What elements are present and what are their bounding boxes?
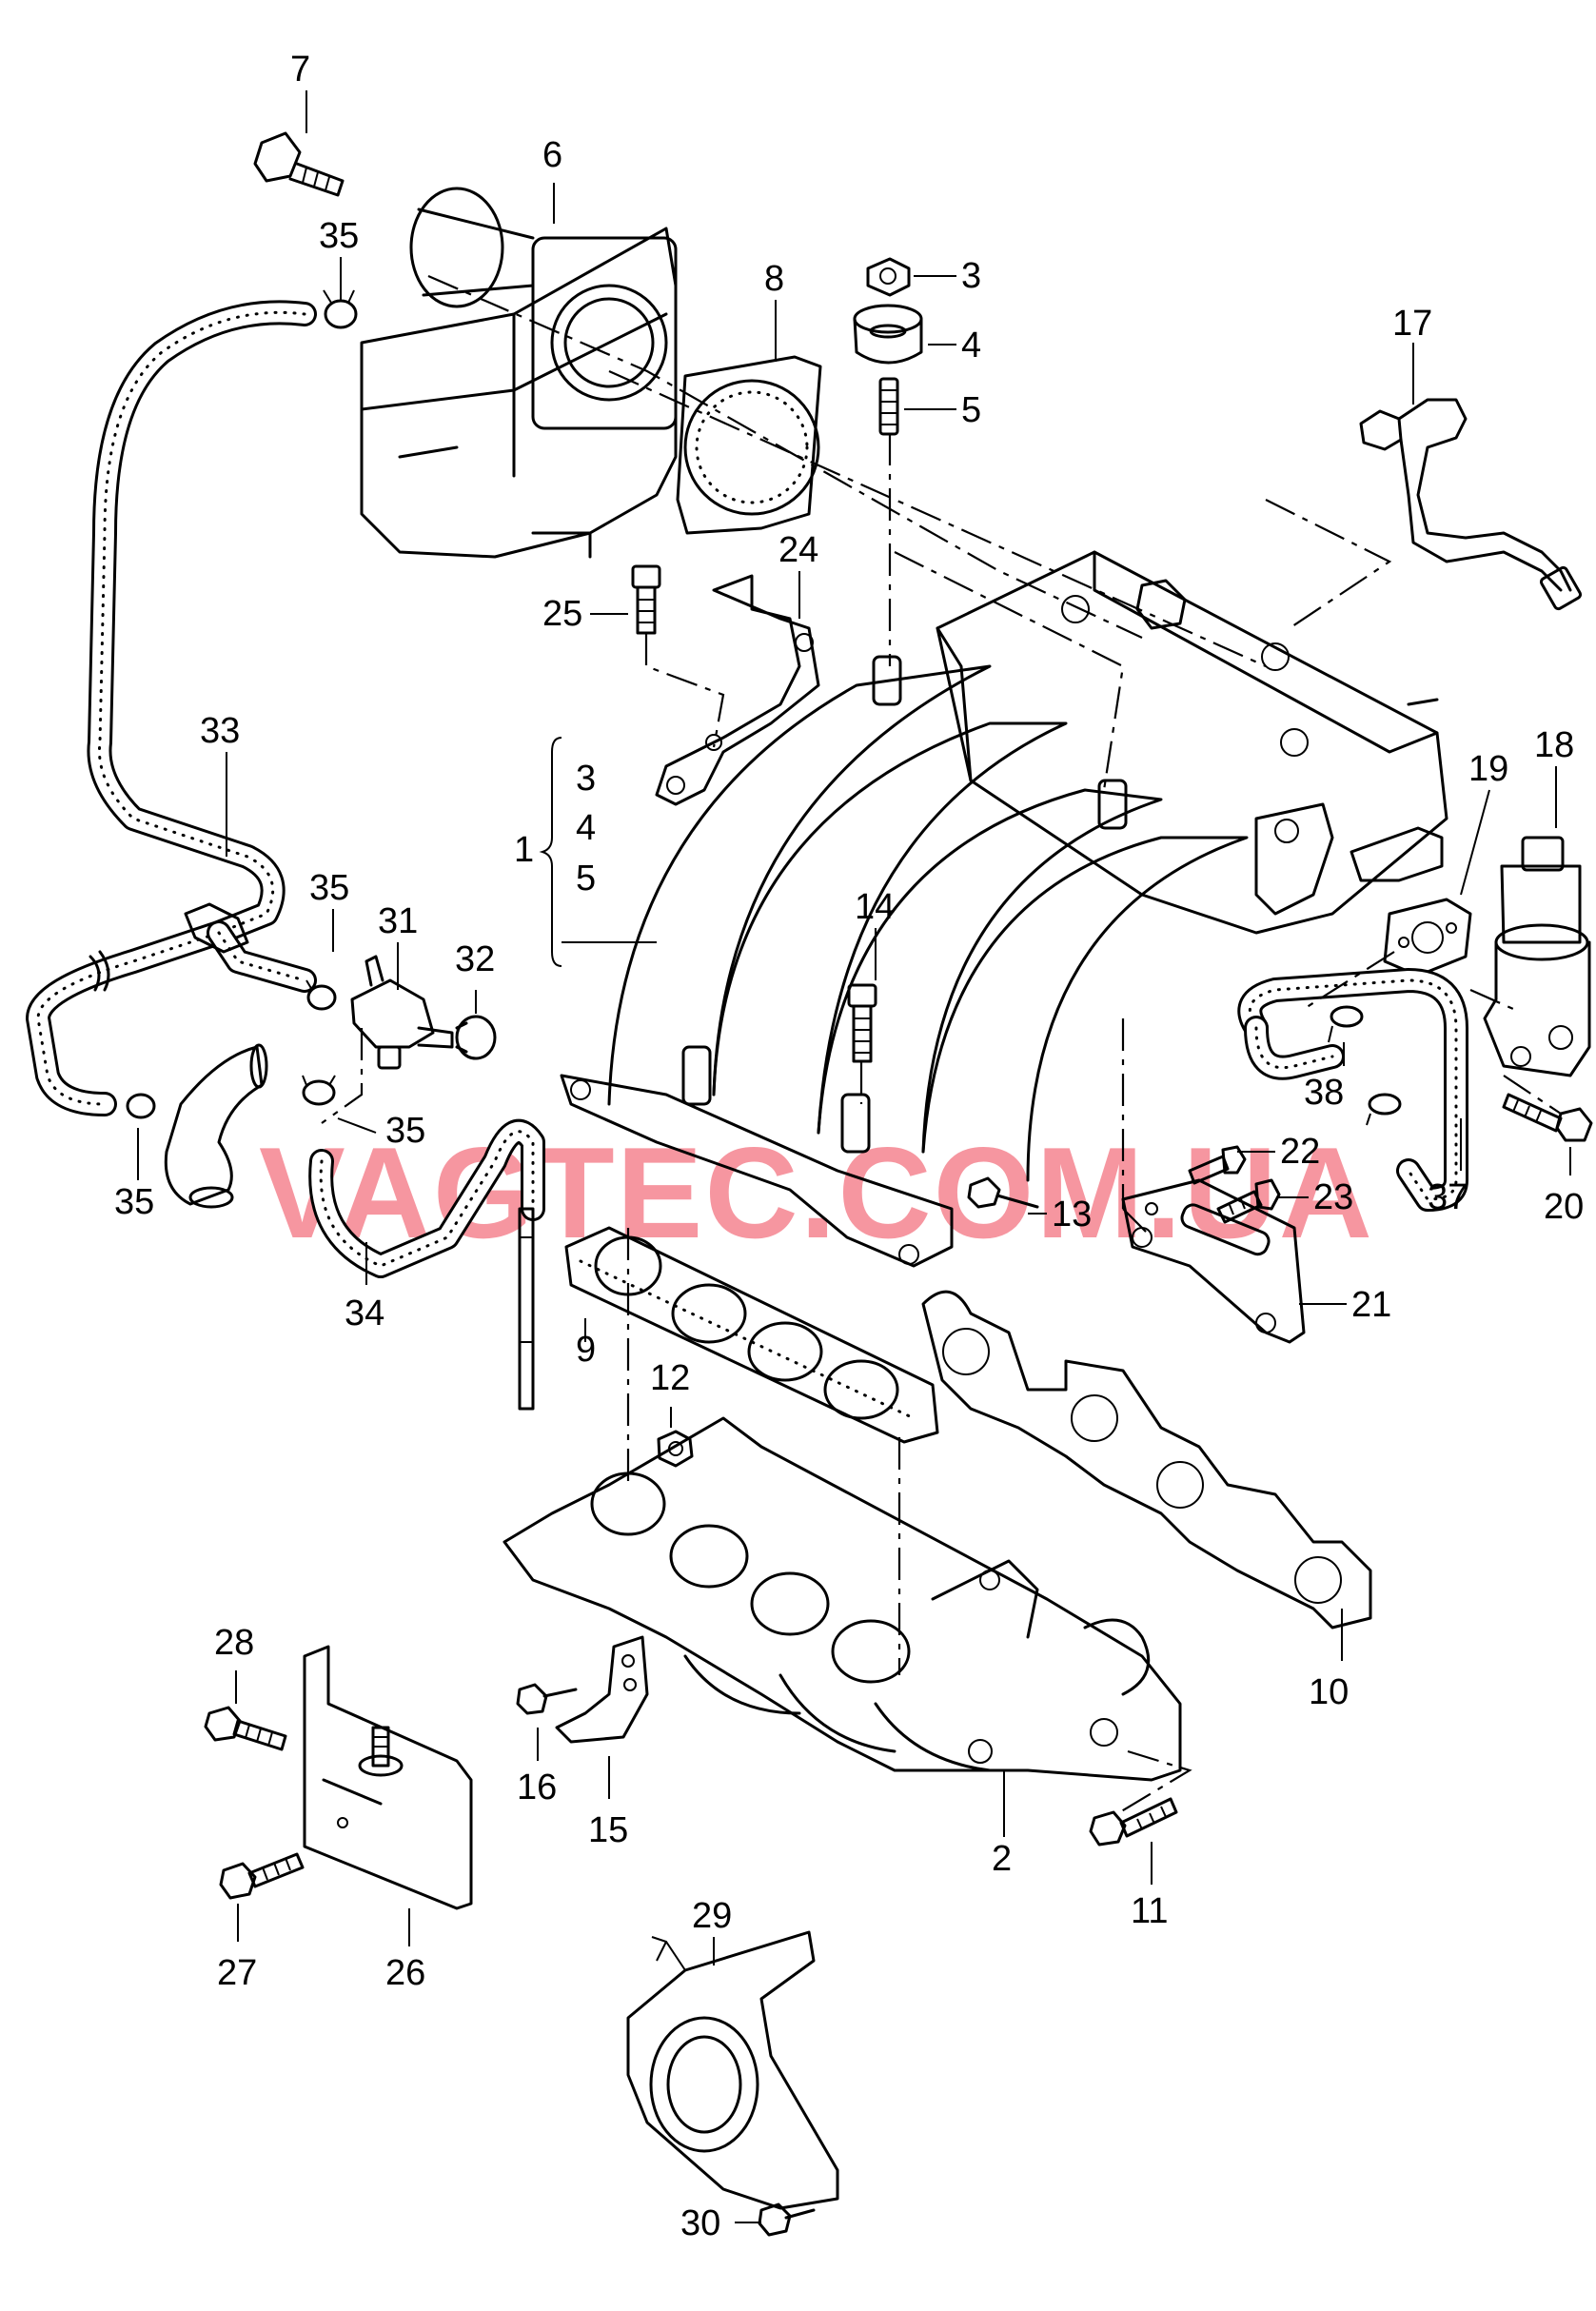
hose-part-34[interactable] [308,1118,545,1411]
group-item-4: 4 [576,808,596,848]
label-29: 29 [692,1896,732,1936]
bolt-part-28[interactable] [204,1706,287,1751]
group-item-3: 3 [576,759,596,799]
label-35: 35 [114,1182,154,1222]
label-18: 18 [1534,725,1574,765]
label-5: 5 [961,390,981,430]
gasket-part-8[interactable] [676,355,822,535]
bolt-part-11[interactable] [1089,1797,1178,1847]
group-item-5: 5 [576,859,596,899]
label-1: 1 [514,830,534,870]
heat-shield-part-29[interactable] [626,1930,839,2210]
bolt-part-20[interactable] [1502,1093,1593,1142]
hose-part-33[interactable] [26,300,317,1116]
label-21: 21 [1351,1285,1391,1325]
bracket-part-24[interactable] [655,574,820,806]
label-31: 31 [378,901,418,941]
label-33: 33 [200,711,240,751]
throttle-body-part-6[interactable] [360,187,678,559]
label-9: 9 [576,1330,596,1370]
label-28: 28 [214,1623,254,1663]
label-35: 35 [319,216,359,256]
label-23: 23 [1313,1177,1353,1217]
label-27: 27 [217,1953,257,1993]
cap-part-32[interactable] [455,1015,497,1060]
label-32: 32 [455,939,495,979]
label-30: 30 [680,2203,720,2243]
bolt-part-7[interactable] [253,131,345,197]
label-2: 2 [992,1839,1012,1879]
label-3: 3 [961,256,981,296]
bolt-part-23[interactable] [1216,1178,1281,1224]
label-35: 35 [309,868,349,908]
bolt-part-14[interactable] [847,983,877,1063]
egr-valve-part-18[interactable] [1483,836,1591,1077]
nut-part-12[interactable] [657,1430,694,1468]
grommet-part-4[interactable] [853,304,923,365]
bracket-part-15[interactable] [555,1635,649,1744]
label-17: 17 [1392,304,1432,344]
label-35: 35 [385,1111,425,1151]
label-19: 19 [1468,749,1508,789]
clamp-part-35[interactable] [126,289,358,1119]
group-bracket-1 [539,737,657,967]
exhaust-manifold-part-2[interactable] [502,1416,1182,1782]
bolt-part-22[interactable] [1188,1145,1247,1185]
hose-part-37[interactable] [1237,968,1468,1212]
bolt-part-27[interactable] [219,1852,305,1900]
bolt-part-25[interactable] [631,564,661,635]
label-11: 11 [1131,1891,1168,1931]
label-7: 7 [290,49,310,89]
gasket-part-19[interactable] [1383,898,1472,978]
nut-part-3[interactable] [866,257,911,297]
bolt-part-13[interactable] [967,1176,1039,1209]
label-22: 22 [1280,1132,1320,1172]
label-8: 8 [764,259,784,299]
assembly-center-lines [321,274,1562,1814]
clamp-part-38[interactable] [1328,1005,1402,1126]
label-6: 6 [542,135,562,175]
stud-part-5[interactable] [878,377,899,436]
label-10: 10 [1309,1672,1349,1712]
leader-lines [137,90,1571,2223]
label-24: 24 [778,530,818,570]
pipe-part-17[interactable] [1359,398,1583,611]
label-38: 38 [1304,1073,1344,1113]
label-34: 34 [345,1294,384,1333]
heat-shield-part-26[interactable] [303,1645,473,1910]
label-4: 4 [961,326,981,365]
valve-part-31[interactable] [350,955,454,1070]
bolt-part-16[interactable] [516,1683,578,1715]
part-labels: 7 6 35 8 3 4 5 17 24 25 33 18 19 3 4 5 1… [114,49,1584,2243]
label-14: 14 [855,887,895,927]
label-13: 13 [1052,1195,1092,1235]
gasket-part-10[interactable] [921,1290,1372,1630]
label-15: 15 [588,1810,628,1850]
label-12: 12 [650,1358,690,1398]
gasket-part-9[interactable] [564,1226,939,1444]
bolt-part-30[interactable] [758,2202,816,2237]
intake-manifold-part-1[interactable] [560,550,1448,1268]
label-37: 37 [1428,1177,1468,1217]
label-20: 20 [1544,1187,1584,1227]
label-16: 16 [517,1768,557,1807]
elbow-hose [164,1043,268,1209]
label-26: 26 [385,1953,425,1993]
label-25: 25 [542,594,582,634]
